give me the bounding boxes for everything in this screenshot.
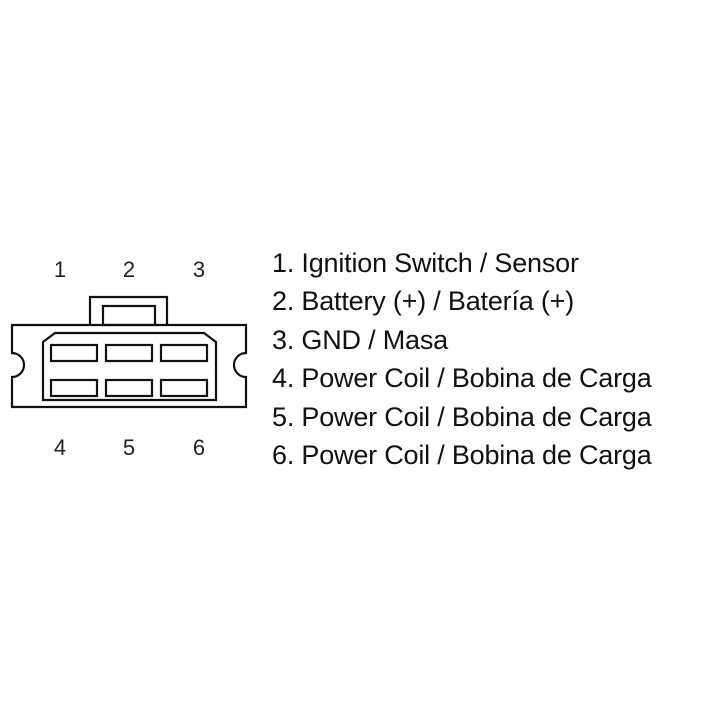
pin-number-6: 6 (193, 435, 205, 460)
terminal-slot-1 (49, 343, 99, 363)
terminal-slot-6 (159, 378, 209, 398)
connector-housing (10, 295, 248, 409)
pin-legend: 1. Ignition Switch / Sensor 2. Battery (… (272, 244, 652, 474)
legend-item-5: 5. Power Coil / Bobina de Carga (272, 401, 652, 432)
legend-item-4: 4. Power Coil / Bobina de Carga (272, 363, 652, 394)
pin-number-3: 3 (193, 257, 205, 282)
terminal-slot-5 (104, 378, 154, 398)
terminal-slot-3 (159, 343, 209, 363)
terminal-slot-4 (49, 378, 99, 398)
terminal-slots (49, 343, 209, 398)
legend-item-6: 6. Power Coil / Bobina de Carga (272, 440, 652, 471)
pin-number-4: 4 (54, 435, 66, 460)
legend-item-1: 1. Ignition Switch / Sensor (272, 248, 579, 278)
housing-outline (10, 323, 248, 409)
terminal-slot-2 (104, 343, 154, 363)
pin-number-1: 1 (54, 257, 66, 282)
cavity-frame (41, 331, 218, 402)
legend-item-2: 2. Battery (+) / Batería (+) (272, 286, 575, 317)
locking-tab (88, 295, 169, 325)
locking-tab-inner (101, 304, 157, 327)
pin-number-2: 2 (123, 257, 135, 282)
legend-item-3: 3. GND / Masa (272, 324, 448, 355)
pin-number-5: 5 (123, 435, 135, 460)
